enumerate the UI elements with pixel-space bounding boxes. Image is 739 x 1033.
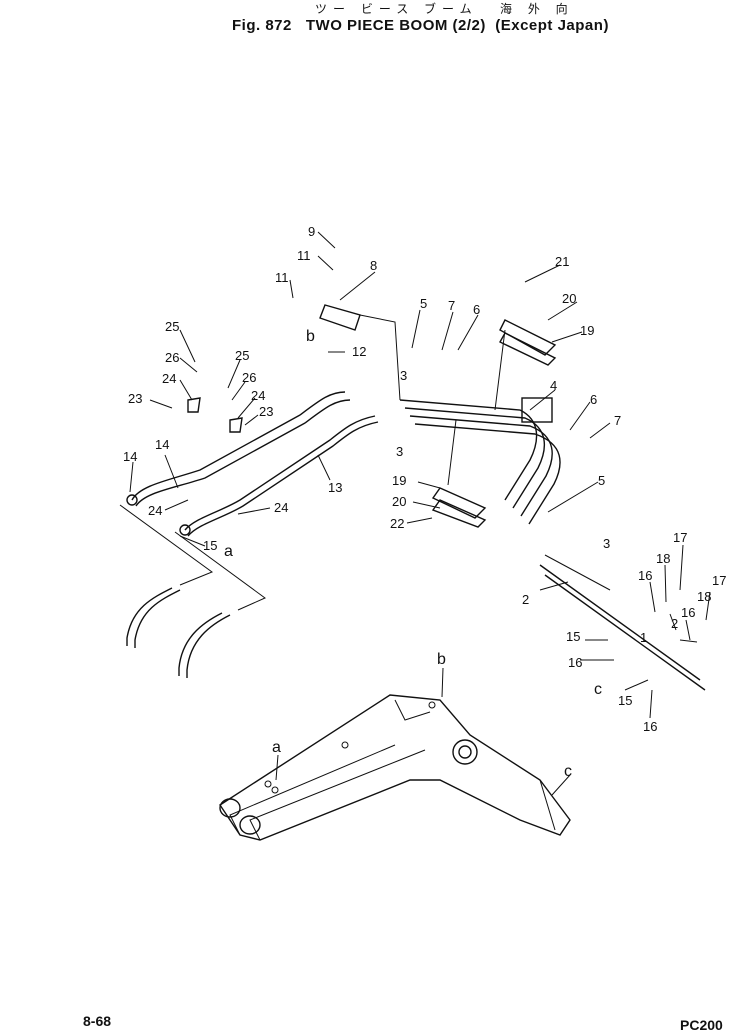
callout-9: 9	[308, 224, 315, 239]
callout-19b: 19	[392, 473, 406, 488]
callout-3: 3	[400, 368, 407, 383]
clamp-plates	[187, 304, 557, 528]
ref-a-top: a	[224, 543, 233, 560]
callout-19: 19	[580, 323, 594, 338]
boom-assembly	[219, 694, 571, 841]
callout-labels: 9 11 8 11 12 5 7 6 3 3 4 6 7 5 21 20 19 …	[123, 224, 726, 780]
callout-24d: 24	[274, 500, 288, 515]
callout-13: 14	[155, 437, 169, 452]
callout-7: 7	[448, 298, 455, 313]
callout-6: 6	[473, 302, 480, 317]
japanese-title: ツー ビース ブーム	[315, 2, 478, 16]
callout-20b: 20	[392, 494, 406, 509]
callout-14b: 15	[203, 538, 217, 553]
figure-name: TWO PIECE BOOM (2/2)	[305, 17, 486, 34]
callout-3b: 3	[396, 444, 403, 459]
callout-15: 15	[566, 629, 580, 644]
callout-26b: 26	[242, 370, 256, 385]
callout-24: 24	[162, 371, 176, 386]
callout-26: 26	[165, 350, 179, 365]
ref-a-boom: a	[272, 739, 281, 756]
callout-3c: 3	[603, 536, 610, 551]
right-hose-bundle	[399, 329, 706, 691]
callout-4: 4	[550, 378, 557, 393]
figure-number: Fig. 872	[232, 17, 292, 34]
callout-1: 1	[640, 630, 647, 645]
leader-lines	[129, 231, 711, 796]
japanese-region: 海 外 向	[500, 2, 574, 16]
ref-c-boom: c	[564, 763, 572, 780]
callout-14: 14	[123, 449, 137, 464]
callout-17b: 17	[712, 573, 726, 588]
callout-5b: 5	[598, 473, 605, 488]
figure-region: (Except Japan)	[495, 17, 609, 34]
callout-24b: 24	[251, 388, 265, 403]
callout-11b: 12	[352, 344, 366, 359]
callout-25b: 25	[235, 348, 249, 363]
callout-2: 2	[522, 592, 529, 607]
left-hose-lines	[119, 391, 379, 678]
callout-16: 16	[638, 568, 652, 583]
callout-15b: 15	[618, 693, 632, 708]
callout-6b: 6	[590, 392, 597, 407]
callout-16b: 16	[681, 605, 695, 620]
page-number: 8-68	[83, 1013, 112, 1029]
ref-b-top: b	[306, 328, 315, 345]
callout-16c: 16	[568, 655, 582, 670]
ref-b-boom: b	[437, 651, 446, 668]
callout-23b: 23	[259, 404, 273, 419]
callout-5: 5	[420, 296, 427, 311]
callout-20: 20	[562, 291, 576, 306]
callout-21: 21	[555, 254, 569, 269]
callout-18b: 18	[697, 589, 711, 604]
callout-11: 11	[275, 270, 289, 285]
callout-17: 17	[673, 530, 687, 545]
callout-10: 11	[297, 248, 311, 263]
callout-7b: 7	[614, 413, 621, 428]
callout-22: 22	[390, 516, 404, 531]
ref-c-right: c	[594, 681, 602, 698]
callout-12: 13	[328, 480, 342, 495]
callout-16d: 16	[643, 719, 657, 734]
callout-2b: 2	[671, 616, 678, 631]
callout-24c: 24	[148, 503, 162, 518]
callout-23: 23	[128, 391, 142, 406]
model-number: PC200	[680, 1017, 723, 1033]
figure-title: Fig. 872 TWO PIECE BOOM (2/2) (Except Ja…	[232, 17, 609, 34]
callout-18: 18	[656, 551, 670, 566]
callout-8: 8	[370, 258, 377, 273]
callout-25: 25	[165, 319, 179, 334]
